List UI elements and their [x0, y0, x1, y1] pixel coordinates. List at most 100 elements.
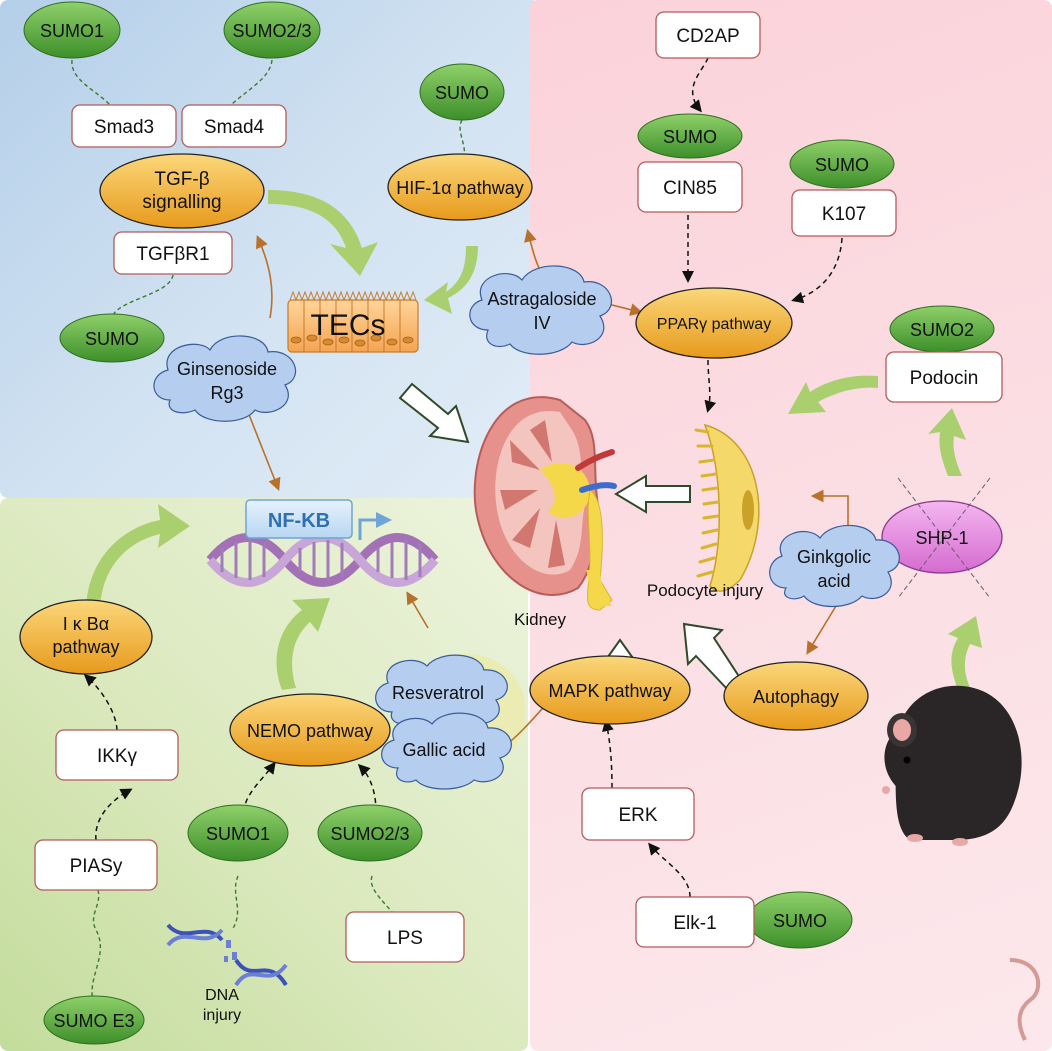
tgfb-label-1: TGF-β — [154, 169, 209, 190]
tgfb-pathway-ellipse — [99, 153, 265, 229]
ginkgolic-label-2: acid — [817, 571, 850, 591]
mapk-pathway-ellipse — [529, 655, 691, 725]
astragaloside-label-2: IV — [533, 313, 550, 333]
sumo1-label: SUMO1 — [40, 21, 104, 41]
sumo-cin85-ellipse — [637, 113, 743, 159]
sumo1-nemo-ellipse — [187, 804, 289, 862]
shp1-label: SHP-1 — [915, 528, 968, 548]
dna-label-line1: DNA — [205, 987, 239, 1004]
dna-label-line2: injury — [203, 1007, 241, 1024]
hif-pathway-ellipse — [387, 153, 533, 221]
sumo-tgfbr1-label: SUMO — [85, 329, 139, 349]
block-arrow — [398, 382, 470, 444]
ginkgolic-label-1: Ginkgolic — [797, 547, 871, 567]
dna-injury-icon — [166, 923, 288, 987]
ginsenoside-cloud — [153, 335, 297, 422]
sumo1-ellipse — [23, 1, 121, 59]
sumo2-podocin-label: SUMO2 — [910, 320, 974, 340]
shp1-ellipse — [881, 500, 1003, 574]
nfkb-label: NF-KB — [268, 510, 330, 532]
sumo-k107-ellipse — [789, 139, 895, 189]
curved-arrow — [928, 408, 966, 476]
block-arrow — [682, 622, 742, 692]
lps-box — [345, 911, 465, 963]
gallic-acid-label: Gallic acid — [402, 740, 485, 760]
sumo-elk1-label: SUMO — [773, 911, 827, 931]
sumo-e3-label: SUMO E3 — [53, 1011, 134, 1031]
ikky-box — [55, 729, 179, 781]
smad3-box — [71, 104, 177, 148]
ikba-label-2: pathway — [52, 637, 119, 657]
cin85-label: CIN85 — [663, 178, 717, 199]
sumo-k107-label: SUMO — [815, 155, 869, 175]
nemo-pathway-label: NEMO pathway — [247, 721, 373, 741]
ikba-pathway-ellipse — [19, 599, 153, 675]
tgfb-label-2: signalling — [142, 192, 221, 213]
k107-label: K107 — [822, 204, 866, 225]
sumo-e3-ellipse — [43, 995, 145, 1045]
ikky-label: IKKγ — [97, 746, 138, 767]
dna-helix — [206, 533, 439, 587]
piasy-box — [34, 839, 158, 891]
curved-green-arrows — [86, 190, 982, 694]
tecs-label: TECs — [311, 309, 386, 342]
curved-arrow — [788, 375, 878, 414]
sumo23-ellipse — [223, 1, 321, 59]
shp1-cross — [897, 477, 991, 599]
sumo-hif-label: SUMO — [435, 83, 489, 103]
nfkb-box — [245, 499, 353, 539]
ginkgolic-acid-cloud — [769, 524, 900, 607]
sumo23-nemo-label: SUMO2/3 — [330, 824, 409, 844]
smad3-label: Smad3 — [94, 117, 154, 138]
curved-arrow — [424, 246, 478, 314]
protein-boxes — [34, 11, 1003, 963]
transcription-arrow — [358, 518, 378, 540]
elk1-label: Elk-1 — [673, 913, 716, 934]
lps-label: LPS — [387, 928, 423, 949]
curved-arrow — [948, 616, 982, 694]
mouse-illustration — [882, 685, 1041, 1041]
sumo1-nemo-label: SUMO1 — [206, 824, 270, 844]
ppar-pathway-label: PPARγ pathway — [657, 316, 771, 333]
sumo23-nemo-ellipse — [317, 804, 423, 862]
elk1-box — [635, 896, 755, 948]
curved-arrow — [86, 504, 190, 608]
ginsenoside-label-2: Rg3 — [210, 383, 243, 403]
block-arrow — [614, 474, 691, 514]
sumo-hif-ellipse — [419, 63, 505, 121]
podocin-label: Podocin — [910, 368, 979, 389]
smad4-label: Smad4 — [204, 117, 265, 138]
erk-label: ERK — [618, 805, 657, 826]
sumo-cin85-label: SUMO — [663, 127, 717, 147]
podocin-box — [885, 351, 1003, 403]
sumo-links — [71, 59, 466, 1004]
ikba-label-1: I κ Bα — [63, 614, 109, 634]
autophagy-ellipse — [723, 661, 869, 731]
cd2ap-box — [655, 11, 761, 59]
kidney-illustration — [473, 396, 617, 611]
podocyte-injury-label: Podocyte injury — [647, 581, 764, 600]
hif-pathway-label: HIF-1α pathway — [396, 178, 523, 198]
sumo23-label: SUMO2/3 — [232, 21, 311, 41]
autophagy-label: Autophagy — [753, 687, 839, 707]
cin85-box — [637, 161, 743, 213]
tgfbr1-box — [113, 231, 233, 275]
tgfbr1-label: TGFβR1 — [136, 244, 209, 265]
k107-box — [791, 189, 897, 237]
pathway-group — [19, 153, 1003, 767]
astragaloside-cloud — [469, 265, 612, 355]
nemo-pathway-ellipse — [229, 693, 391, 767]
resveratrol-label: Resveratrol — [392, 683, 484, 703]
cd2ap-label: CD2AP — [676, 26, 739, 47]
sumo-group: SUMO1 SUMO2/3 SUMO SUMO SUMO SUMO SUMO2 … — [23, 1, 995, 1045]
curved-arrow — [268, 190, 378, 276]
piasy-label: PIASy — [70, 856, 123, 877]
podocyte-illustration — [694, 423, 760, 592]
ppar-pathway-ellipse — [635, 287, 793, 359]
kidney-label: Kidney — [514, 610, 566, 629]
erk-box — [581, 787, 695, 841]
transcription-arrowhead — [376, 512, 392, 528]
drug-clouds — [153, 265, 900, 790]
sumo-tgfbr1-ellipse — [59, 313, 165, 363]
